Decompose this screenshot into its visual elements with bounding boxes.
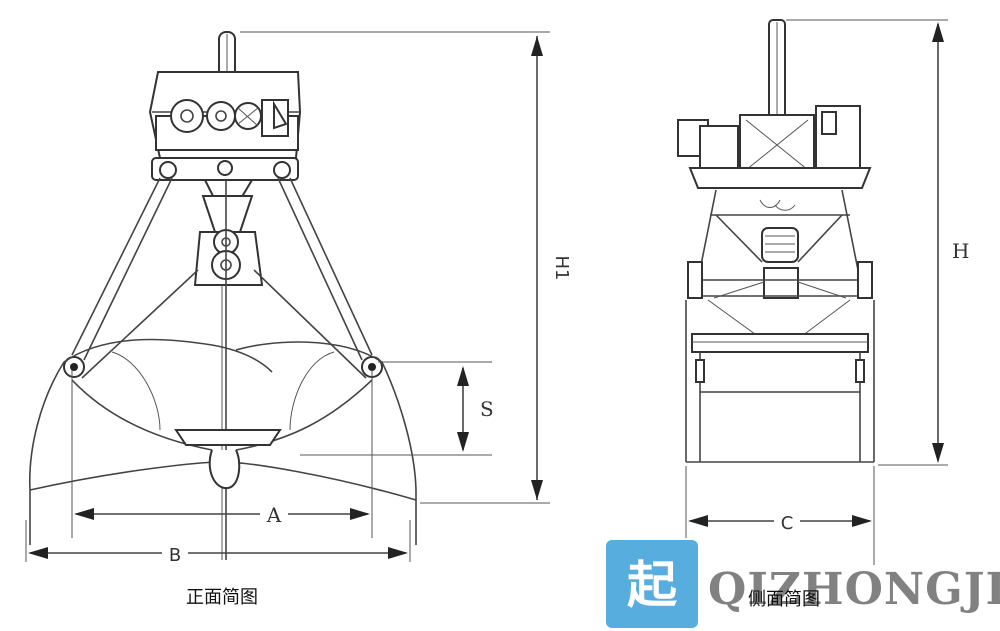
front-upper-crossbeam	[151, 157, 299, 201]
dim-s: S	[300, 361, 494, 456]
front-pulley-block	[193, 180, 264, 560]
front-view: H1 S A B	[25, 31, 572, 608]
front-head-housing	[148, 71, 302, 159]
side-view-caption: 侧面简图	[748, 589, 820, 610]
front-support-struts	[71, 177, 373, 379]
front-jaw-hinges	[63, 356, 383, 378]
dim-c: C	[685, 466, 875, 565]
dim-b-label: B	[169, 545, 181, 566]
dim-h-label: H	[952, 239, 969, 263]
watermark: 起 QIZHONGJI	[606, 540, 1000, 628]
side-view: H C	[677, 19, 969, 565]
front-view-caption: 正面简图	[186, 587, 258, 608]
dim-h: H	[786, 19, 969, 466]
dim-c-label: C	[781, 513, 794, 534]
dim-h1-label: H1	[551, 256, 572, 281]
watermark-logo-char: 起	[627, 555, 678, 614]
side-head-housing	[677, 105, 872, 189]
front-jaw-shells	[28, 338, 417, 545]
dim-a-label: A	[266, 503, 282, 527]
side-frame	[687, 189, 873, 353]
front-lifting-lug	[218, 31, 236, 79]
dim-a: A	[71, 370, 373, 538]
watermark-brand: QIZHONGJI	[708, 564, 1000, 615]
dim-s-label: S	[480, 397, 494, 421]
side-jaw	[685, 300, 875, 463]
dim-b: B	[25, 520, 411, 566]
dim-h1: H1	[240, 31, 572, 504]
watermark-logo-badge	[606, 540, 698, 628]
